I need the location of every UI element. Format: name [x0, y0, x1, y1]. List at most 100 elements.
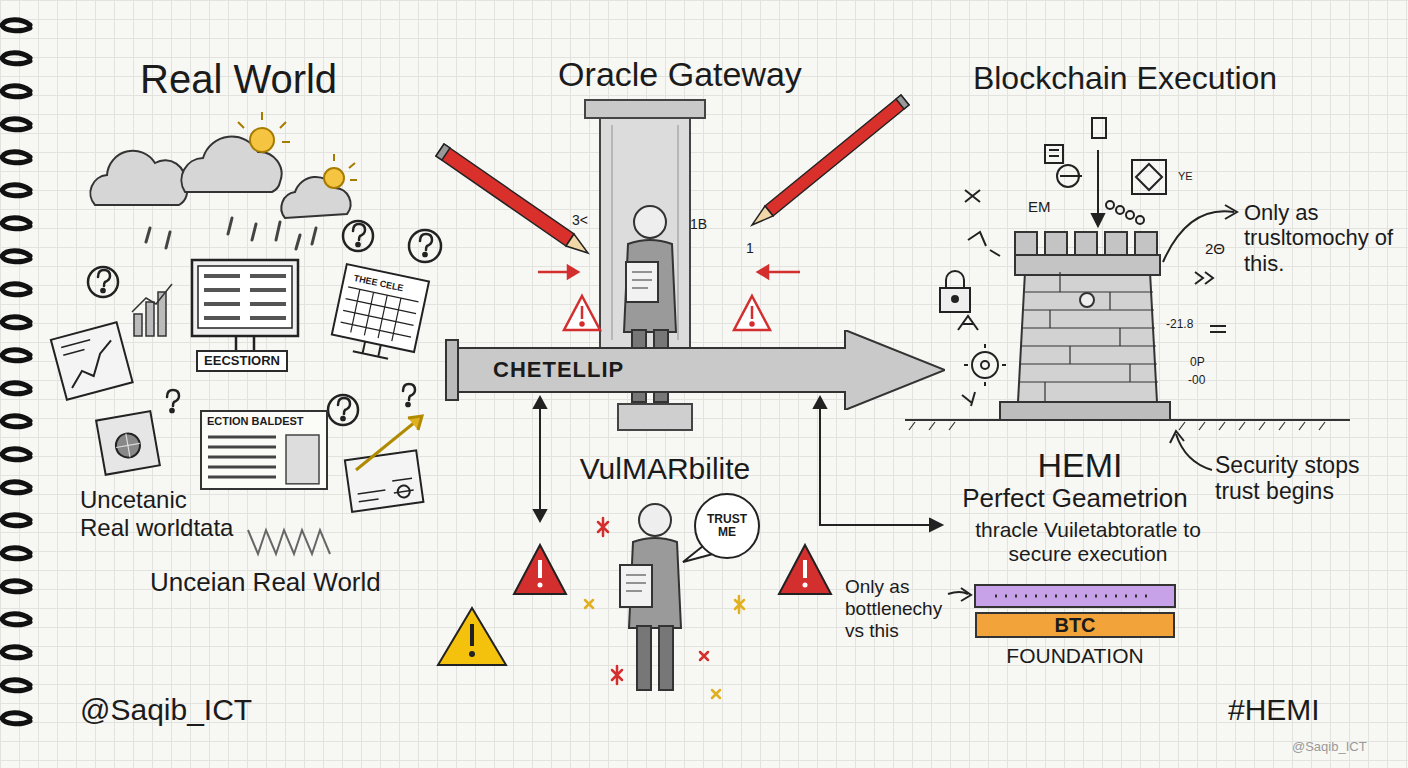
tech-symbol [1210, 326, 1226, 332]
small-monitor [339, 287, 419, 345]
question-mark [167, 390, 179, 412]
question-mark [88, 221, 441, 425]
link-line [534, 397, 546, 408]
bar-chart [132, 284, 172, 312]
person [632, 272, 652, 288]
warning-outline [564, 296, 600, 330]
person [620, 504, 681, 690]
pointer-arrow [1225, 205, 1237, 219]
sun [238, 112, 357, 188]
subheading: Perfect Geametrion [962, 484, 1187, 514]
ground-line [905, 420, 1350, 430]
spiral-binding [2, 119, 30, 130]
person [634, 206, 666, 238]
book [114, 432, 142, 460]
spiral-binding [2, 185, 30, 196]
monitor [236, 336, 254, 350]
tech-symbol [981, 361, 989, 369]
pillar [618, 404, 692, 430]
node-subtext: FOUNDATION [1006, 644, 1143, 668]
question-mark [406, 403, 409, 406]
cloud [90, 137, 350, 218]
tech-symbol [972, 352, 998, 378]
pressure-arrow [758, 266, 768, 278]
document [357, 478, 415, 502]
spiral-binding [2, 449, 30, 460]
ground-line [905, 419, 1350, 421]
pointer-arrow [961, 588, 971, 601]
pencil [566, 234, 588, 253]
person [624, 240, 676, 332]
warning-sign [538, 583, 543, 588]
sun [238, 112, 290, 142]
question-mark [88, 267, 118, 297]
bar-chart [134, 314, 142, 336]
tower [1135, 232, 1157, 255]
callout-number: 3< [572, 212, 588, 228]
small-monitor [353, 340, 391, 359]
tower [1000, 402, 1170, 420]
question-mark [356, 243, 359, 246]
warning-heading: VulMARbilite [580, 452, 751, 487]
pencil [436, 144, 574, 246]
pencil [436, 144, 450, 160]
book [114, 432, 142, 460]
tech-symbol [958, 316, 978, 330]
question-mark [409, 230, 441, 262]
tower [1075, 232, 1097, 255]
symbol-text: -21.8 [1166, 318, 1193, 332]
spiral-binding [2, 713, 30, 724]
rain [146, 218, 316, 249]
symbol-text: 0P [1190, 356, 1205, 370]
tech-symbol [940, 118, 1226, 406]
spiral-binding [2, 53, 30, 64]
section-heading: Real World [140, 56, 337, 102]
callout-number: 1B [690, 216, 707, 232]
warning-sign [438, 545, 831, 665]
symbol-text: 2Θ [1205, 240, 1225, 257]
bar-chart [158, 292, 166, 336]
pencil [436, 95, 909, 253]
node-text: CHETELLIP [493, 330, 624, 410]
node-text: BTC [1054, 614, 1095, 636]
person [637, 626, 651, 690]
tech-symbol [964, 344, 1006, 386]
scribble [248, 530, 330, 554]
sparkle [585, 600, 593, 608]
monitor [204, 276, 286, 318]
arrow-cap [446, 340, 458, 400]
question-mark [170, 409, 173, 412]
pencil [896, 95, 909, 109]
tech-symbol [968, 232, 1000, 256]
pointer-arrow [1163, 211, 1234, 262]
question-mark [343, 221, 373, 251]
spiral-binding [2, 350, 30, 361]
tech-symbol [1195, 272, 1213, 284]
bar-chart [146, 302, 154, 336]
warning-outline [581, 323, 584, 326]
tower [1080, 293, 1094, 307]
tech-symbol [1045, 145, 1063, 163]
document [345, 450, 424, 512]
annotation: Only as bottlenechy vs this [845, 576, 963, 642]
pencil [765, 95, 909, 216]
tech-symbol [1097, 150, 1099, 222]
scribble [248, 530, 330, 554]
tech-symbol [940, 288, 970, 312]
question-mark [88, 267, 118, 297]
spiral-binding [2, 251, 30, 262]
chart-document [61, 340, 92, 355]
question-mark [403, 384, 415, 400]
rain [146, 218, 316, 249]
pressure-arrow [568, 266, 578, 278]
tower [1015, 255, 1160, 275]
document [345, 450, 424, 512]
trend-arrow [408, 416, 422, 430]
speech-bubble: TRUST ME [693, 492, 761, 560]
newspaper: ECTION BALDEST [200, 410, 328, 490]
bar-chart [132, 284, 172, 336]
person [620, 565, 652, 607]
question-mark [328, 395, 358, 425]
note-text: Uncetanic Real worldtata [80, 486, 238, 541]
